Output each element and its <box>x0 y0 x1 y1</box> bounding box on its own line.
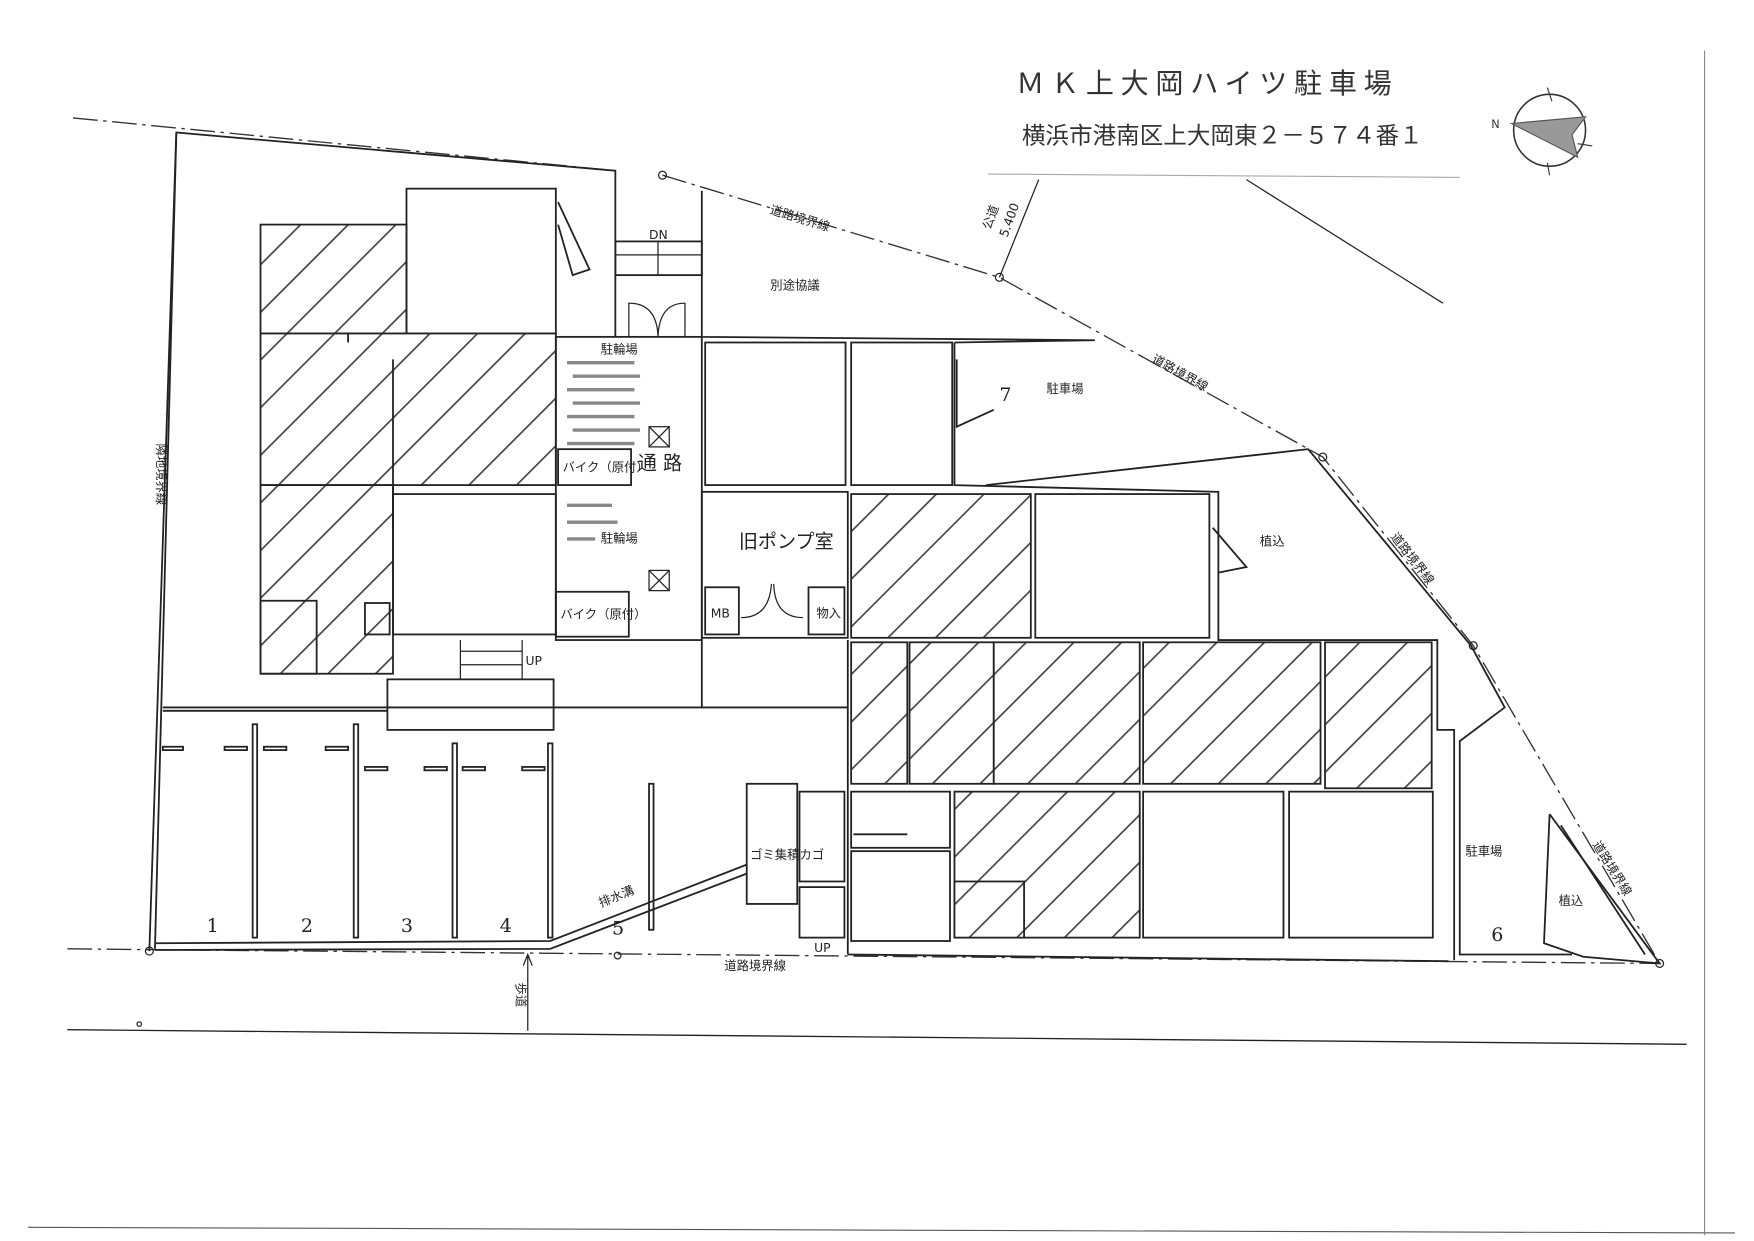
parking-stall-dividers <box>161 723 655 939</box>
address: 横浜市港南区上大岡東２－５７４番１ <box>1022 122 1423 150</box>
stairs-up-label: UP <box>526 654 543 668</box>
stairs-down-label: DN <box>649 228 668 242</box>
parking-space-1: 1 <box>207 915 219 937</box>
title-underline <box>988 173 1460 178</box>
right-building: ゴミ集積カゴ UP <box>745 493 1434 955</box>
page-bottom-line <box>28 1226 1735 1234</box>
bicycle-area: 駐輪場 駐輪場 バイク（原付） バイク（原付） 通 路 <box>554 335 703 641</box>
parking-label-top: 駐車場 <box>1047 381 1084 396</box>
sidewalk-label: 歩道 <box>514 983 529 1008</box>
bicycle-parking-label-1: 駐輪場 <box>601 342 638 357</box>
left-building: UP <box>259 187 591 731</box>
bike-moped-label-1: バイク（原付） <box>563 461 649 475</box>
road-boundary-label-5: 道路境界線 <box>724 958 786 973</box>
bike-moped-label-2: バイク（原付） <box>560 608 646 622</box>
parking-space-7: 7 <box>999 384 1011 406</box>
entrance-stairs: DN <box>614 228 703 337</box>
mb-label: MB <box>711 607 730 621</box>
north-arrow-icon: N <box>1491 87 1593 176</box>
parking-space-2: 2 <box>301 915 313 937</box>
planting-label-1: 植込 <box>1260 534 1285 549</box>
road-boundary-label-3: 道路境界線 <box>1388 529 1438 587</box>
garbage-label: ゴミ集積カゴ <box>750 847 824 862</box>
parking-label-right: 駐車場 <box>1465 844 1502 859</box>
parking-space-3: 3 <box>401 915 413 937</box>
public-road-width: 5.400 <box>997 201 1022 239</box>
neighbor-boundary-label: 隣地境界線 <box>154 444 169 506</box>
stairs-up-right-label: UP <box>814 941 831 955</box>
bicycle-parking-label-2: 駐輪場 <box>601 530 638 545</box>
storage-label: 物入 <box>816 607 841 621</box>
planting-label-2: 植込 <box>1559 893 1584 908</box>
stairs-up-left: UP <box>459 640 543 680</box>
parking-space-5: 5 <box>612 917 624 939</box>
north-label: N <box>1491 118 1499 131</box>
sidewalk-arrow <box>522 952 533 1031</box>
old-pump-room-label: 旧ポンプ室 <box>739 531 834 553</box>
road-boundary-label-2: 道路境界線 <box>1150 351 1211 394</box>
road-boundary-lines <box>67 117 1665 1027</box>
parking-space-6: 6 <box>1491 924 1503 946</box>
drain-label: 排水溝 <box>597 883 637 910</box>
sidewalk-edge-line <box>67 1029 1687 1045</box>
road-boundary-label-1: 道路境界線 <box>768 202 831 234</box>
separate-consultation-label: 別途協議 <box>770 278 819 293</box>
middle-rooms: 旧ポンプ室 MB 物入 <box>700 341 995 955</box>
road-boundary-label-4: 道路境界線 <box>1590 838 1635 898</box>
site-outer-wall <box>148 131 1662 965</box>
passage-label: 通 路 <box>638 452 682 474</box>
parking-space-4: 4 <box>500 915 512 937</box>
page-title: ＭＫ上大岡ハイツ駐車場 <box>1016 67 1398 100</box>
